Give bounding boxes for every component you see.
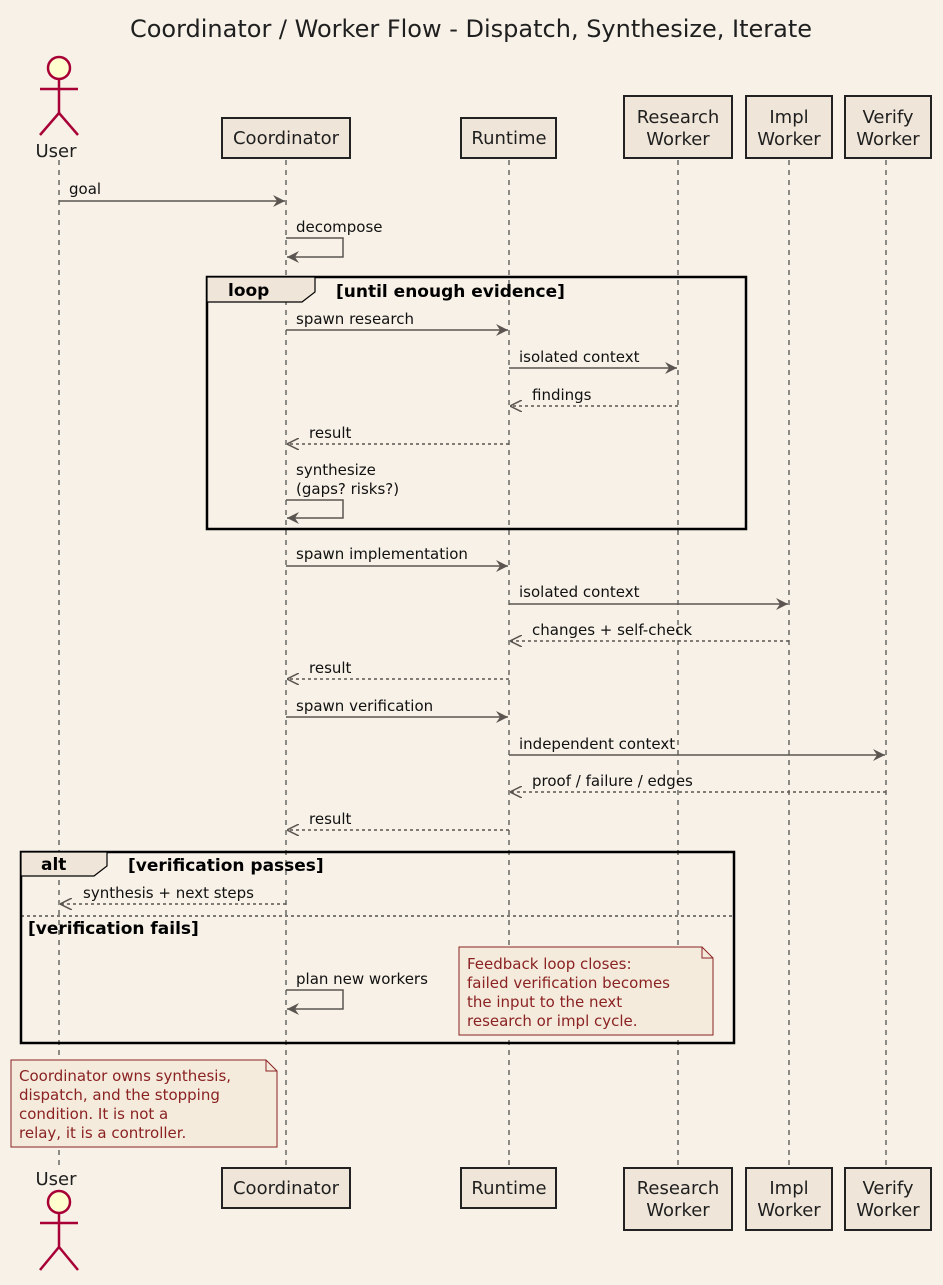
note-feedback-line2: failed verification becomes xyxy=(467,974,670,992)
participant-label-coordinator: Coordinator xyxy=(233,128,340,149)
note-coordinator-line4: relay, it is a controller. xyxy=(19,1124,186,1142)
msg-synthesize-line1: synthesize xyxy=(296,461,376,479)
participant-label-runtime-bottom: Runtime xyxy=(471,1178,546,1199)
actor-user-top: User xyxy=(35,55,79,162)
msg-goal: goal xyxy=(69,180,101,198)
participant-label-research-line2: Worker xyxy=(646,129,710,150)
msg-result-verify: result xyxy=(309,810,352,828)
actor-icon xyxy=(39,1189,79,1271)
alt-condition: [verification passes] xyxy=(128,856,324,876)
actor-user-bottom: User xyxy=(35,1169,79,1271)
participant-label-verify-line1-bottom: Verify xyxy=(862,1178,913,1199)
msg-isolated-context-impl: isolated context xyxy=(519,583,640,601)
participant-label-impl-line1: Impl xyxy=(769,107,808,128)
alt-else-condition: [verification fails] xyxy=(28,919,199,939)
note-coordinator-line2: dispatch, and the stopping xyxy=(19,1086,220,1104)
msg-spawn-verification: spawn verification xyxy=(296,697,433,715)
participants-bottom: User Coordinator Runtime Research Worker… xyxy=(35,1167,932,1271)
msg-isolated-context-research: isolated context xyxy=(519,348,640,366)
msg-plan-new-workers: plan new workers xyxy=(296,970,428,988)
participant-label-verify-line2-bottom: Worker xyxy=(856,1200,920,1221)
alt-frame: alt [verification passes] [verification … xyxy=(19,850,736,1045)
msg-changes: changes + self-check xyxy=(532,621,692,639)
alt-keyword: alt xyxy=(41,855,66,875)
arrow-plan-new-workers xyxy=(286,989,344,1015)
participant-label-research-line2-bottom: Worker xyxy=(646,1200,710,1221)
loop-condition: [until enough evidence] xyxy=(336,282,565,302)
msg-independent-context: independent context xyxy=(519,735,675,753)
participant-label-research-line1-bottom: Research xyxy=(637,1178,720,1199)
participant-label-impl-line2: Worker xyxy=(757,129,821,150)
msg-result-research: result xyxy=(309,424,352,442)
participant-runtime-bottom: Runtime xyxy=(460,1167,557,1209)
participant-label-impl-line1-bottom: Impl xyxy=(769,1178,808,1199)
arrow-synthesize xyxy=(286,499,344,524)
diagram-title: Coordinator / Worker Flow - Dispatch, Sy… xyxy=(130,15,812,43)
msg-result-impl: result xyxy=(309,659,352,677)
participant-impl-worker-bottom: Impl Worker xyxy=(745,1167,833,1231)
participant-label-user-bottom: User xyxy=(35,1169,77,1190)
participant-coordinator-bottom: Coordinator xyxy=(221,1167,351,1209)
note-coordinator-line3: condition. It is not a xyxy=(19,1105,168,1123)
msg-decompose: decompose xyxy=(296,218,383,236)
msg-spawn-research: spawn research xyxy=(296,310,414,328)
participant-label-impl-line2-bottom: Worker xyxy=(757,1200,821,1221)
participant-verify-worker-bottom: Verify Worker xyxy=(844,1167,932,1231)
actor-icon xyxy=(39,55,79,136)
participant-label-user: User xyxy=(35,141,77,162)
participant-label-verify-line1: Verify xyxy=(862,107,913,128)
note-feedback-line1: Feedback loop closes: xyxy=(467,955,632,973)
participant-label-verify-line2: Worker xyxy=(856,129,920,150)
participant-research-worker-bottom: Research Worker xyxy=(623,1167,733,1231)
note-coordinator: Coordinator owns synthesis, dispatch, an… xyxy=(10,1059,278,1148)
participant-impl-worker-top: Impl Worker xyxy=(745,95,833,159)
message-labels: goal decompose spawn research isolated c… xyxy=(69,180,693,988)
participant-coordinator-top: Coordinator xyxy=(221,117,351,159)
participant-label-research-line1: Research xyxy=(637,107,720,128)
loop-frame: loop [until enough evidence] xyxy=(205,275,748,531)
participant-research-worker-top: Research Worker xyxy=(623,95,733,159)
loop-keyword: loop xyxy=(228,281,269,301)
note-coordinator-line1: Coordinator owns synthesis, xyxy=(19,1067,231,1085)
arrow-decompose xyxy=(286,237,344,263)
note-feedback-line3: the input to the next xyxy=(467,993,622,1011)
participant-runtime-top: Runtime xyxy=(460,117,557,159)
msg-synthesis-next: synthesis + next steps xyxy=(83,884,254,902)
msg-synthesize-line2: (gaps? risks?) xyxy=(296,480,399,498)
participant-verify-worker-top: Verify Worker xyxy=(844,95,932,159)
note-feedback-line4: research or impl cycle. xyxy=(467,1012,638,1030)
participants-top: User Coordinator Runtime Research Worker… xyxy=(35,55,932,162)
participant-label-coordinator-bottom: Coordinator xyxy=(233,1178,340,1199)
note-feedback-loop: Feedback loop closes: failed verificatio… xyxy=(458,946,714,1036)
messages xyxy=(59,195,886,1015)
msg-proof: proof / failure / edges xyxy=(532,772,693,790)
msg-findings: findings xyxy=(532,386,592,404)
participant-label-runtime: Runtime xyxy=(471,128,546,149)
msg-spawn-implementation: spawn implementation xyxy=(296,545,468,563)
